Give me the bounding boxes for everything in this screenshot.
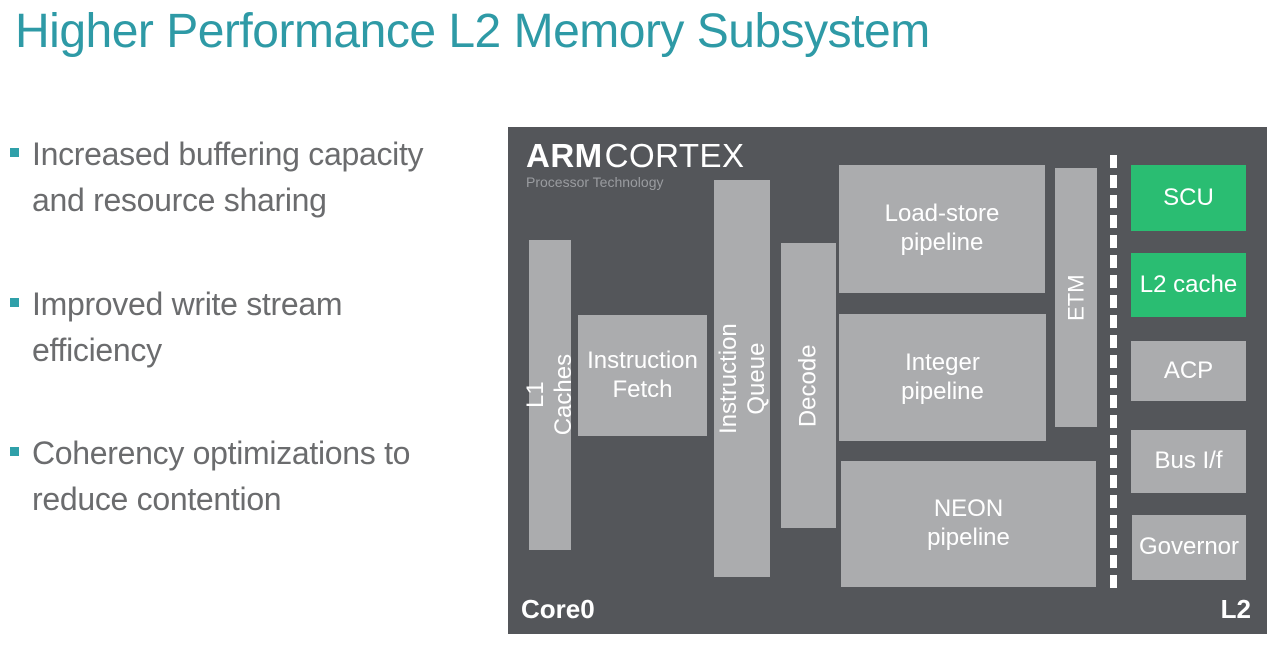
block-instruction-fetch: Instruction Fetch <box>578 315 707 436</box>
block-load-store-pipeline: Load-store pipeline <box>839 165 1045 293</box>
cortex-block-diagram: ARMCORTEX Processor Technology L1 Caches… <box>508 127 1267 634</box>
block-label: SCU <box>1163 183 1214 211</box>
block-etm: ETM <box>1055 168 1097 427</box>
logo-wordmark: ARMCORTEX <box>526 139 745 173</box>
core-l2-dashed-divider <box>1110 155 1117 592</box>
block-label: Instruction Queue <box>714 323 769 434</box>
block-l2-cache: L2 cache <box>1131 253 1246 317</box>
block-integer-pipeline: Integer pipeline <box>839 314 1046 441</box>
core0-label: Core0 <box>521 594 595 624</box>
bullet-item-buffering: Increased buffering capacity and resourc… <box>10 131 490 223</box>
block-neon-pipeline: NEON pipeline <box>841 461 1096 587</box>
block-label: NEON pipeline <box>927 495 1010 551</box>
block-governor: Governor <box>1132 515 1246 580</box>
arm-wordmark: ARM <box>526 137 603 174</box>
logo-tagline: Processor Technology <box>526 174 664 190</box>
block-label: ETM <box>1063 274 1089 321</box>
block-bus-interface: Bus I/f <box>1131 430 1246 493</box>
bullet-square-icon <box>10 447 19 456</box>
bullet-text: Improved write stream efficiency <box>32 286 343 368</box>
block-label: Governor <box>1138 533 1240 561</box>
block-label: L1 Caches <box>522 354 577 436</box>
block-label: Integer pipeline <box>901 348 984 405</box>
block-instruction-queue: Instruction Queue <box>714 180 770 577</box>
block-label: L2 cache <box>1139 270 1238 298</box>
block-label: Decode <box>794 344 822 427</box>
arm-cortex-logo: ARMCORTEX Processor Technology <box>526 139 745 191</box>
block-decode: Decode <box>781 243 836 528</box>
block-acp: ACP <box>1131 341 1246 401</box>
slide-title: Higher Performance L2 Memory Subsystem <box>15 5 930 58</box>
block-scu: SCU <box>1131 165 1246 231</box>
block-label: ACP <box>1163 356 1214 384</box>
bullet-text: Coherency optimizations to reduce conten… <box>32 435 411 517</box>
block-label: Bus I/f <box>1154 447 1223 475</box>
block-label: Instruction Fetch <box>587 346 698 403</box>
bullet-item-write-stream: Improved write stream efficiency <box>10 281 490 373</box>
bullet-square-icon <box>10 148 19 157</box>
block-l1-caches: L1 Caches <box>522 240 577 550</box>
bullet-square-icon <box>10 298 19 307</box>
l2-region-label: L2 <box>1220 594 1251 624</box>
bullet-text: Increased buffering capacity and resourc… <box>32 136 424 218</box>
block-label: Load-store pipeline <box>884 200 1000 256</box>
cortex-wordmark: CORTEX <box>604 137 745 174</box>
bullet-item-coherency: Coherency optimizations to reduce conten… <box>10 430 490 522</box>
